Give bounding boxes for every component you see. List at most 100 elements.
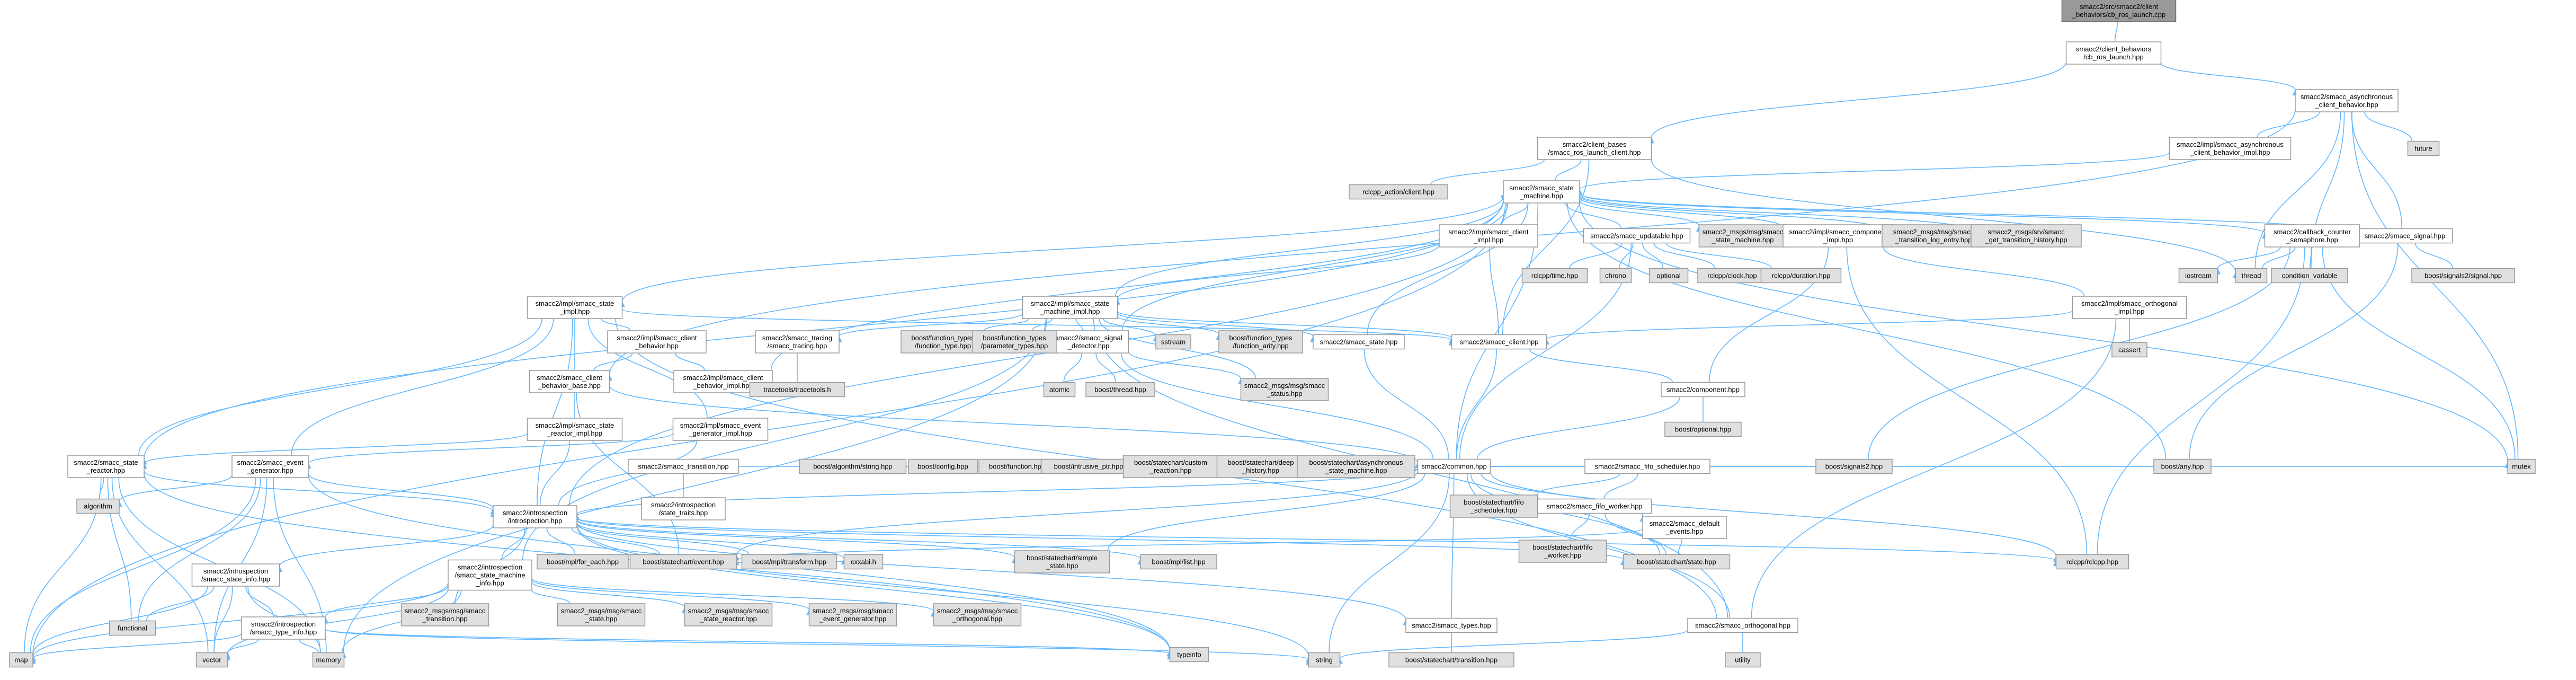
node-intro-hpp[interactable]: smacc2/introspection/introspection.hpp — [493, 505, 577, 528]
node-algorithm[interactable]: algorithm — [76, 498, 120, 514]
node-component[interactable]: smacc2/component.hpp — [1661, 382, 1745, 398]
node-sc-fifo-worker[interactable]: boost/statechart/fifo_worker.hpp — [1518, 540, 1607, 563]
node-bf-function-arity[interactable]: boost/function_types/function_arity.hpp — [1218, 330, 1303, 354]
node-client-ros-launch[interactable]: smacc2/client_bases/smacc_ros_launch_cli… — [1537, 137, 1652, 160]
node-intro-state-traits[interactable]: smacc2/introspection/state_traits.hpp — [641, 497, 726, 520]
node-msg-orthogonal[interactable]: smacc2_msgs/msg/smacc_orthogonal.hpp — [933, 603, 1022, 626]
node-sc-custom-reaction[interactable]: boost/statechart/custom_reaction.hpp — [1122, 455, 1219, 478]
node-utility[interactable]: utility — [1725, 652, 1761, 668]
node-types[interactable]: smacc2/smacc_types.hpp — [1405, 617, 1498, 633]
node-future[interactable]: future — [2407, 140, 2440, 156]
node-functional[interactable]: functional — [109, 620, 156, 636]
node-state-machine[interactable]: smacc2/smacc_state_machine.hpp — [1503, 180, 1580, 204]
node-impl-state-impl[interactable]: smacc2/impl/smacc_state_impl.hpp — [527, 296, 623, 319]
node-cxxabi[interactable]: cxxabi.h — [843, 554, 884, 570]
node-chrono[interactable]: chrono — [1599, 268, 1632, 284]
node-common[interactable]: smacc2/common.hpp — [1417, 458, 1491, 474]
node-fifo-scheduler[interactable]: smacc2/smacc_fifo_scheduler.hpp — [1584, 458, 1710, 474]
node-state-reactor-impl[interactable]: smacc2/impl/smacc_state_reactor_impl.hpp — [527, 418, 623, 441]
edge-async-cb-impl-to-state-machine — [1576, 152, 2170, 195]
node-intro-type-info[interactable]: smacc2/introspection/smacc_type_info.hpp — [241, 616, 326, 640]
node-sc-state[interactable]: boost/statechart/state.hpp — [1623, 554, 1731, 570]
node-cb-ros-launch[interactable]: smacc2/client_behaviors/cb_ros_launch.hp… — [2065, 41, 2162, 65]
node-bf-parameter-types[interactable]: boost/function_types/parameter_types.hpp — [972, 330, 1057, 354]
node-boost-thread[interactable]: boost/thread.hpp — [1085, 382, 1155, 398]
node-sc-async-sm[interactable]: boost/statechart/asynchronous_state_mach… — [1297, 455, 1415, 478]
node-box — [1599, 268, 1632, 284]
node-cb-base[interactable]: smacc2/smacc_client_behavior_base.hpp — [529, 370, 610, 393]
node-msg-sm[interactable]: smacc2_msgs/msg/smacc_state_machine.hpp — [1698, 224, 1787, 248]
edge-cb-ros-launch-to-async-cb — [2160, 62, 2298, 96]
node-transition[interactable]: smacc2/smacc_transition.hpp — [628, 458, 739, 474]
node-boost-optional[interactable]: boost/optional.hpp — [1664, 421, 1742, 437]
node-cassert[interactable]: cassert — [2111, 342, 2147, 358]
node-rclcpp-action[interactable]: rclcpp_action/client.hpp — [1349, 184, 1448, 200]
node-rclcpp[interactable]: rclcpp/rclcpp.hpp — [2055, 554, 2129, 570]
node-impl-orthogonal[interactable]: smacc2/impl/smacc_orthogonal_impl.hpp — [2072, 296, 2187, 319]
node-rclcpp-time[interactable]: rclcpp/time.hpp — [1521, 268, 1588, 284]
node-msg-state[interactable]: smacc2_msgs/msg/smacc_state.hpp — [557, 603, 646, 626]
node-impl-cb[interactable]: smacc2/impl/smacc_client_behavior.hpp — [607, 330, 707, 354]
node-msg-state-reactor[interactable]: smacc2_msgs/msg/smacc_state_reactor.hpp — [684, 603, 773, 626]
node-impl-sm-impl[interactable]: smacc2/impl/smacc_state_machine_impl.hpp — [1022, 296, 1118, 319]
node-mutex[interactable]: mutex — [2507, 458, 2536, 474]
node-thread[interactable]: thread — [2235, 268, 2268, 284]
node-callback-counter[interactable]: smacc2/callback_counter_semaphore.hpp — [2264, 224, 2360, 248]
node-atomic[interactable]: atomic — [1043, 382, 1076, 398]
node-async-cb[interactable]: smacc2/smacc_asynchronous_client_behavio… — [2295, 89, 2399, 112]
node-rclcpp-duration[interactable]: rclcpp/duration.hpp — [1760, 268, 1842, 284]
node-boost-intrusive-ptr[interactable]: boost/intrusive_ptr.hpp — [1040, 458, 1137, 474]
node-memory[interactable]: memory — [312, 652, 345, 668]
node-msg-event-gen[interactable]: smacc2_msgs/msg/smacc_event_generator.hp… — [808, 603, 897, 626]
node-tracetools[interactable]: tracetools/tracetools.h — [749, 382, 845, 398]
node-updatable[interactable]: smacc2/smacc_updatable.hpp — [1583, 228, 1691, 244]
node-sc-transition[interactable]: boost/statechart/transition.hpp — [1388, 652, 1514, 668]
node-map[interactable]: map — [9, 652, 33, 668]
edge-impl-cb-impl-to-impl-cb — [672, 347, 705, 371]
node-rclcpp-clock[interactable]: rclcpp/clock.hpp — [1697, 268, 1767, 284]
node-event-generator[interactable]: smacc2/smacc_event_generator.hpp — [231, 455, 309, 478]
node-client-hpp[interactable]: smacc2/smacc_client.hpp — [1451, 334, 1547, 350]
node-boost-any[interactable]: boost/any.hpp — [2153, 458, 2212, 474]
node-signal-detector[interactable]: smacc2/smacc_signal_detector.hpp — [1048, 330, 1129, 354]
node-typeinfo[interactable]: typeinfo — [1169, 647, 1209, 663]
node-fifo-worker[interactable]: smacc2/smacc_fifo_worker.hpp — [1537, 498, 1652, 514]
node-state-hpp[interactable]: smacc2/smacc_state.hpp — [1313, 334, 1405, 350]
node-msg-tle[interactable]: smacc2_msgs/msg/smacc_transition_log_ent… — [1882, 224, 1985, 248]
node-vector[interactable]: vector — [195, 652, 228, 668]
node-state-reactor[interactable]: smacc2/smacc_state_reactor.hpp — [67, 455, 145, 478]
node-intro-sm-info[interactable]: smacc2/introspection/smacc_state_machine… — [448, 559, 532, 591]
node-sc-fifo-scheduler[interactable]: boost/statechart/fifo_scheduler.hpp — [1449, 494, 1538, 518]
node-condition-variable[interactable]: condition_variable — [2271, 268, 2348, 284]
node-box — [2055, 554, 2129, 570]
node-orthogonal[interactable]: smacc2/smacc_orthogonal.hpp — [1687, 617, 1798, 633]
node-sc-simple-state[interactable]: boost/statechart/simple_state.hpp — [1014, 550, 1110, 573]
node-optional[interactable]: optional — [1648, 268, 1689, 284]
node-event-gen-impl[interactable]: smacc2/impl/smacc_event_generator_impl.h… — [672, 418, 769, 441]
node-mpl-list[interactable]: boost/mpl/list.hpp — [1140, 554, 1217, 570]
node-msg-transition[interactable]: smacc2_msgs/msg/smacc_transition.hpp — [400, 603, 489, 626]
node-impl-client[interactable]: smacc2/impl/smacc_client_impl.hpp — [1439, 224, 1538, 248]
node-sstream[interactable]: sstream — [1155, 334, 1191, 350]
node-label: smacc2/smacc_fifo_scheduler.hpp — [1595, 463, 1700, 471]
node-intro-state-info[interactable]: smacc2/introspection/smacc_state_info.hp… — [191, 563, 280, 587]
node-sc-deep-history[interactable]: boost/statechart/deep_history.hpp — [1216, 455, 1305, 478]
node-srv-tlh[interactable]: smacc2_msgs/srv/smacc_get_transition_his… — [1971, 224, 2082, 248]
node-iostream[interactable]: iostream — [2178, 268, 2218, 284]
node-mpl-transform[interactable]: boost/mpl/transform.hpp — [741, 554, 837, 570]
node-string[interactable]: string — [1308, 652, 1341, 668]
node-boost-signals2[interactable]: boost/signals2.hpp — [1815, 458, 1893, 474]
node-root[interactable]: smacc2/src/smacc2/client_behaviors/cb_ro… — [2061, 0, 2177, 22]
node-async-cb-impl[interactable]: smacc2/impl/smacc_asynchronous_client_be… — [2169, 137, 2292, 160]
node-msg-status[interactable]: smacc2_msgs/msg/smacc_status.hpp — [1240, 378, 1329, 401]
node-mpl-for-each[interactable]: boost/mpl/for_each.hpp — [537, 554, 629, 570]
node-signal[interactable]: smacc2/smacc_signal.hpp — [2357, 228, 2453, 244]
node-boost-signals2-signal[interactable]: boost/signals2/signal.hpp — [2411, 268, 2515, 284]
node-tracing[interactable]: smacc2/smacc_tracing/smacc_tracing.hpp — [755, 330, 840, 354]
node-impl-component[interactable]: smacc2/impl/smacc_component_impl.hpp — [1782, 224, 1894, 248]
node-sc-event[interactable]: boost/statechart/event.hpp — [629, 554, 737, 570]
edge-state-machine-to-state-hpp — [1364, 202, 1529, 340]
node-boost-config[interactable]: boost/config.hpp — [908, 458, 978, 474]
node-default-events[interactable]: smacc2/smacc_default_events.hpp — [1642, 516, 1727, 539]
node-boost-algo-string[interactable]: boost/algorithm/string.hpp — [799, 458, 907, 474]
